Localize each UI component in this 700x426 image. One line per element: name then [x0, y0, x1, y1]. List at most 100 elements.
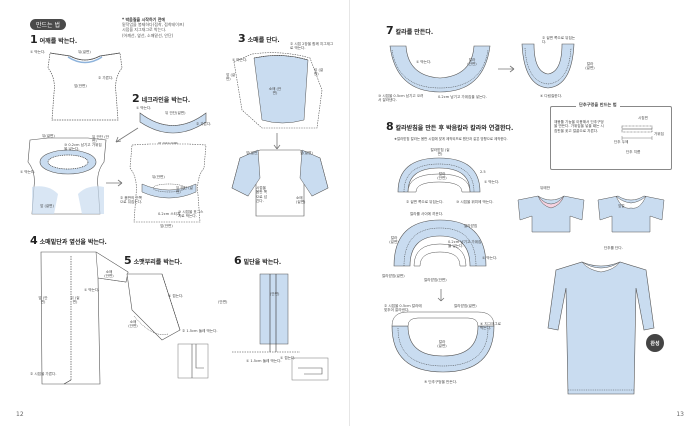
step-6-hem-illustration [232, 273, 329, 381]
step-2-neckline-illustration [27, 137, 107, 215]
step-8-finished-collar-illustration [391, 311, 495, 373]
label: ③ 시접을 위치에 박는다. [456, 200, 494, 204]
label: ① 박는다. [416, 60, 432, 64]
step-number: 7 [386, 24, 394, 37]
label: 앞 (안면) [38, 296, 48, 305]
label: (안면) [218, 300, 228, 304]
step-title: 어깨를 박는다. [39, 38, 78, 45]
arrow-icon [273, 133, 281, 150]
step-3-heading: 3 소매를 단다. [238, 32, 280, 45]
step-2-heading: 2 네크라인을 박는다. [132, 92, 190, 105]
step-title: 칼라받침을 만든 후 박음칼라 칼라와 연결한다. [395, 125, 514, 132]
label: ② 시접 2장을 함께 지그재그로 박는다. [290, 42, 334, 51]
arrow-icon [498, 65, 515, 73]
label: ② 가른다. [196, 122, 212, 126]
prep-note: * 박음질을 시작하기 전에 밑작업을 봉제하다(접착, 접착테이프) 시접을 … [122, 17, 232, 38]
step-number: 8 [386, 120, 394, 133]
step-title: 소맷부리를 박는다. [133, 259, 183, 266]
page-number: 13 [676, 411, 684, 418]
right-page: 7 칼라를 만든다. ① 박는다. 칼라 (안면) ③ 시접을 0.5cm 남기… [350, 0, 700, 426]
label: 0.2cm 남기고 가위집을 넣는다. [438, 95, 487, 99]
box-text: 재봉틀 기능을 이용해서 단추구멍을 만든다. 가위집을 넣을 때는 시침핀을 … [554, 120, 604, 133]
label: ③ 시접을 표그스치로 박는다. [178, 210, 204, 219]
label: 칼라 (겉면) [585, 62, 595, 71]
step-2-turned-facing-illustration [129, 143, 207, 223]
box-title: 단추구멍을 만드는 법 [576, 102, 620, 108]
finished-dress-illustration [547, 261, 655, 395]
label: 소매 (안면) [104, 270, 114, 279]
label: 칼라받침(겉면) [382, 274, 405, 278]
label: 칼라받침(안면) [424, 278, 447, 282]
step-3-sleeve-illustration [233, 52, 323, 129]
step-7-heading: 7 칼라를 만든다. [386, 24, 433, 37]
label: 뒤 안단 (안면) [92, 135, 109, 144]
label: 옆(겉면) [300, 151, 313, 155]
label: 칼라 (겉면) [437, 340, 447, 349]
step-1-heading: 1 어깨를 박는다. [30, 33, 77, 46]
label: ① 박는다. [136, 106, 152, 110]
step-8-heading: 8 칼라받침을 만든 후 박음칼라 칼라와 연결한다. [386, 120, 513, 133]
label: ① 박는다. [20, 170, 36, 174]
step-number: 4 [30, 234, 38, 247]
sub-note: ★칼라받침 칼라는 몸판 시접에 맞게 제작되므로 원단과 같은 방향으로 제작… [394, 137, 508, 141]
step-number: 5 [124, 254, 132, 267]
label: ② 시접을 0.5cm 칼라에 맞추어 잘라낸다. [384, 304, 422, 313]
step-3-attached-illustration [231, 149, 329, 217]
page-gutter [349, 0, 350, 426]
label: 뒤 (겉면) [70, 296, 80, 305]
label: 단추를 단다. [604, 246, 623, 250]
label: 칼라받침(겉면) [454, 304, 477, 308]
label: 앞(안면) [74, 84, 87, 88]
label: ① 박는다. [84, 288, 100, 292]
label: 시접을 몸판 쪽으로 넘긴다. [256, 186, 268, 204]
label: 앞 (겉면) [40, 204, 54, 208]
label: ② 1.5cm 둘레 박는다. [182, 329, 218, 333]
step-number: 1 [30, 33, 38, 46]
label: 뒤(겉면) [42, 134, 55, 138]
left-page: 만드는 법 * 박음질을 시작하기 전에 밑작업을 봉제하다(접착, 접착테이프… [16, 17, 334, 418]
arrow-icon [106, 179, 123, 187]
step-4-side-seam-illustration [40, 251, 129, 385]
label: 소매 (안면) [128, 320, 138, 329]
label: 앞(겉면) [246, 151, 259, 155]
label: ① 박는다. [232, 58, 248, 62]
label: ② 가른다. [98, 76, 114, 80]
label: ③ 0.2cm 남기고 가위집을 넣는다. [64, 143, 102, 152]
label: 앞(안면) [160, 224, 173, 228]
prep-note-line: 밑작업을 봉제하다(접착, 접착테이프) [122, 22, 185, 28]
label: 뒤(안면) [152, 175, 165, 179]
step-number: 3 [238, 32, 246, 45]
step-1-bodice-illustration [47, 52, 123, 121]
arrow-icon [115, 127, 139, 143]
step-6-heading: 6 밑단을 박는다. [234, 254, 281, 267]
label: 시침핀 [638, 116, 648, 120]
label: 가위집 [654, 132, 664, 136]
label: 칼라 (안면) [437, 172, 447, 181]
label: ① 박는다. [484, 180, 500, 184]
label: 칼라 (겉면) [389, 236, 399, 245]
label: 0.2cm 스티치 [158, 212, 181, 216]
step-8-collar-stand-illustration [397, 157, 481, 193]
step-number: 6 [234, 254, 242, 267]
prep-note-line: (어깨선, 옆선, 소매밑선, 안단) [122, 32, 174, 38]
label: ① 1.5cm 둘레 박는다. [246, 359, 282, 363]
label: 칼라를 사이에 끼운다. [410, 212, 444, 216]
label: 앞 (겉면) [226, 73, 236, 82]
label: ② 몸판의 안쪽으로 뒤집는다. [120, 196, 143, 205]
label: 뒤 안단 (겉면) [176, 186, 193, 195]
label: 뒤(겉면) [78, 50, 91, 54]
label: ① 박는다. [482, 256, 498, 260]
step-7-turned-collar-illustration [521, 43, 575, 89]
label: ① 접는다. [280, 356, 296, 360]
label: 소매 (겉면) [296, 196, 306, 205]
back-top-view-illustration [517, 195, 585, 233]
step-5-cuff-illustration [126, 273, 209, 379]
label: 소매 (안면) [268, 87, 282, 96]
label: ⑤ 단추구멍을 만든다. [424, 380, 458, 384]
label: ② 시접을 가른다. [30, 372, 57, 376]
label: (안면) [270, 292, 280, 296]
label: ① 접는다. [168, 294, 184, 298]
label: 뒤 (겉면) [314, 68, 324, 77]
arrow-icon [437, 289, 445, 302]
step-4-heading: 4 소매밑단과 옆선을 박는다. [30, 234, 107, 247]
